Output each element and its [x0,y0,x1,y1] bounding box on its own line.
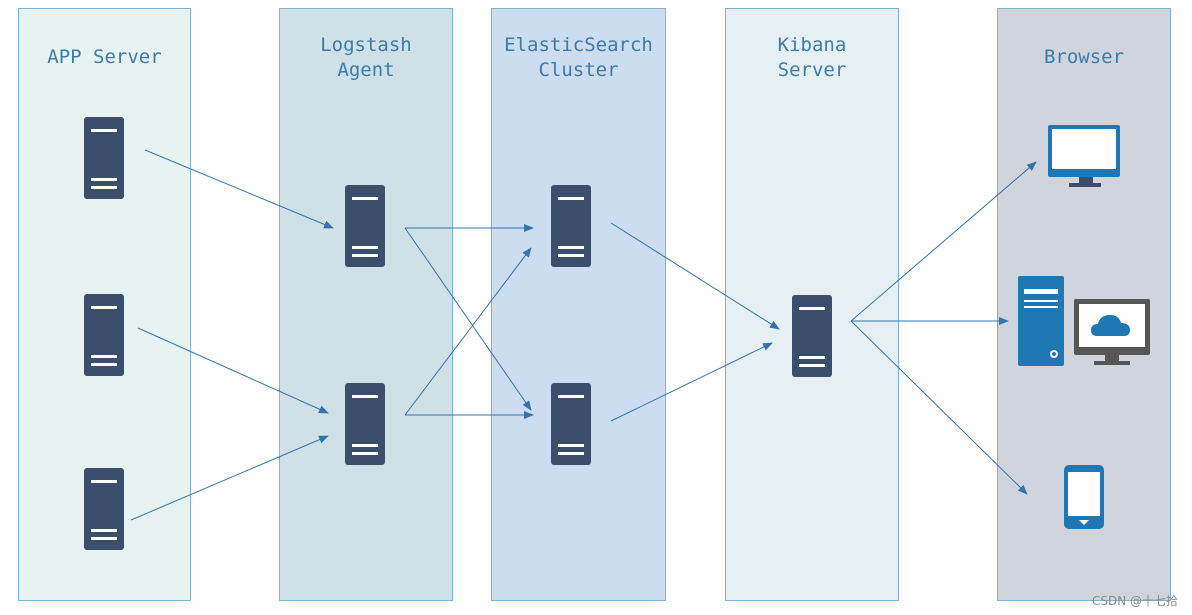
column-logstash-agent: Logstash Agent [279,8,453,601]
column-title-elasticsearch-cluster: ElasticSearch Cluster [492,33,665,83]
title-line: Browser [1043,46,1125,68]
arrow-kibana-to-phone [850,320,1028,495]
arrow-es1-to-kibana [610,222,780,330]
cloud-monitor-icon [1074,299,1150,365]
watermark: CSDN @十七拾 [1091,594,1178,608]
title-line: Cluster [538,59,619,81]
column-title-app-server: APP Server [19,45,190,70]
title-line: Kibana [777,34,847,56]
arrow-app2-to-logstash2 [137,327,329,414]
cloud-icon [1091,315,1130,336]
column-elasticsearch-cluster: ElasticSearch Cluster [491,8,666,601]
column-title-logstash-agent: Logstash Agent [280,33,452,83]
arrow-logstash1-to-es2 [404,227,532,411]
server-icon [84,117,124,199]
monitor-icon [1048,125,1120,187]
title-line: Logstash [320,34,412,56]
server-icon [345,185,385,267]
server-icon [345,383,385,465]
server-icon [551,185,591,267]
server-icon [84,468,124,550]
arrow-logstash2-to-es1 [404,247,532,416]
server-icon [84,294,124,376]
mobile-phone-icon [1064,465,1104,529]
arrow-app1-to-logstash1 [144,149,334,229]
column-title-kibana-server: Kibana Server [726,33,898,83]
arrow-es2-to-kibana [610,342,773,422]
title-line: Server [777,59,847,81]
title-line: Agent [337,59,395,81]
server-icon [551,383,591,465]
arrow-kibana-to-monitor [850,161,1037,322]
desktop-tower-icon [1018,276,1064,366]
title-line: APP Server [47,46,162,68]
title-line: ElasticSearch [504,34,653,56]
arrow-app3-to-logstash2 [130,435,329,521]
server-icon [792,295,832,377]
flow-arrows [130,149,1037,521]
column-title-browser: Browser [998,45,1170,70]
